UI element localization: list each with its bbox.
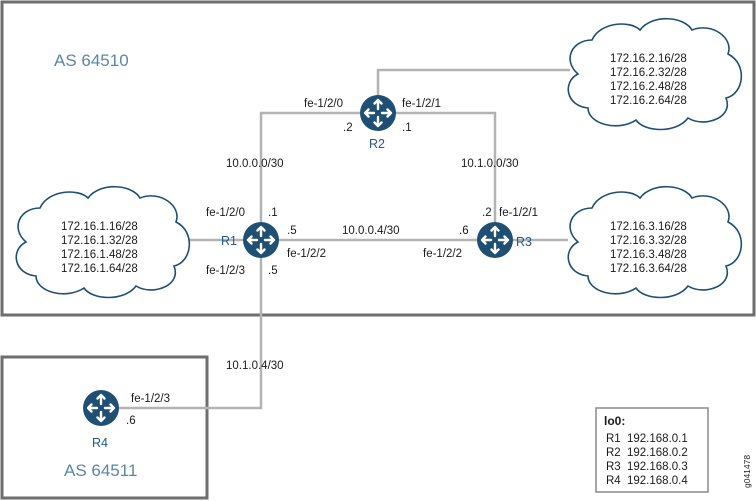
network-r2-r3: 10.1.0.0/30 [461, 158, 519, 170]
r2-right-ip: .1 [402, 122, 412, 134]
router-r2-name: R2 [369, 137, 385, 151]
r4-interface: fe-1/2/3 [131, 393, 170, 405]
router-r1[interactable] [243, 222, 279, 258]
prefix: 172.16.2.64/28 [610, 95, 687, 107]
prefix: 172.16.2.16/28 [610, 53, 687, 65]
prefix: 172.16.1.16/28 [61, 221, 138, 233]
prefix: 172.16.1.48/28 [61, 249, 138, 261]
router-r4-name: R4 [92, 436, 108, 450]
prefix: 172.16.3.16/28 [610, 221, 687, 233]
router-r2[interactable] [360, 95, 396, 131]
legend-address: 192.168.0.4 [627, 475, 688, 487]
r3-left-interface: fe-1/2/2 [423, 248, 462, 260]
r1-right-interface: fe-1/2/2 [287, 248, 326, 260]
link-r2-r3 [378, 111, 497, 240]
r1-top-ip: .1 [268, 207, 278, 219]
r1-right-ip: .5 [287, 225, 297, 237]
prefix: 172.16.3.32/28 [610, 235, 687, 247]
router-r4[interactable] [83, 390, 119, 426]
cloud-r3-prefixes: 172.16.3.16/28 172.16.3.32/28 172.16.3.4… [610, 221, 687, 275]
router-icon [477, 222, 513, 258]
router-icon [83, 390, 119, 426]
r2-left-interface: fe-1/2/0 [304, 98, 343, 110]
legend-address: 192.168.0.3 [627, 461, 688, 473]
link-r1-r2 [259, 111, 378, 240]
prefix: 172.16.2.48/28 [610, 81, 687, 93]
r2-right-interface: fe-1/2/1 [402, 98, 441, 110]
router-icon [243, 222, 279, 258]
r2-left-ip: .2 [343, 122, 353, 134]
as-64510-label: AS 64510 [54, 51, 129, 70]
cloud-r3 [567, 186, 743, 299]
cloud-r2-prefixes: 172.16.2.16/28 172.16.2.32/28 172.16.2.4… [610, 53, 687, 107]
router-r3[interactable] [477, 222, 513, 258]
prefix: 172.16.3.48/28 [610, 249, 687, 261]
as-64511-box [0, 355, 209, 500]
prefix: 172.16.3.64/28 [610, 263, 687, 275]
legend-router: R2 [606, 447, 621, 459]
network-r1-r3: 10.0.0.4/30 [342, 225, 400, 237]
prefix: 172.16.2.32/28 [610, 67, 687, 79]
r3-top-interface: fe-1/2/1 [499, 207, 538, 219]
as-64511-label: AS 64511 [64, 461, 137, 480]
link-r1-r4 [101, 240, 263, 410]
legend-router: R3 [606, 461, 621, 473]
router-r3-name: R3 [516, 235, 532, 249]
cloud-r2 [567, 18, 743, 131]
legend-title: lo0: [604, 414, 625, 428]
network-r1-r4: 10.1.0.4/30 [226, 360, 284, 372]
legend-address: 192.168.0.2 [627, 447, 688, 459]
network-r1-r2: 10.0.0.0/30 [226, 158, 284, 170]
legend-router: R1 [606, 433, 621, 445]
links [101, 68, 570, 410]
cloud-r1 [15, 186, 191, 299]
router-r1-name: R1 [221, 234, 237, 248]
r3-left-ip: .6 [459, 225, 469, 237]
r4-ip: .6 [126, 415, 136, 427]
prefix: 172.16.1.64/28 [61, 263, 138, 275]
figure-id: g041478 [742, 455, 752, 488]
r1-bottom-ip: .5 [268, 265, 278, 277]
router-icon [360, 95, 396, 131]
r1-bottom-interface: fe-1/2/3 [206, 265, 245, 277]
legend-router: R4 [606, 475, 621, 487]
lo0-legend: lo0: R1 192.168.0.1 R2 192.168.0.2 R3 19… [595, 407, 709, 493]
as-64510-box [0, 0, 756, 317]
legend-address: 192.168.0.1 [627, 433, 688, 445]
prefix: 172.16.1.32/28 [61, 235, 138, 247]
r1-top-interface: fe-1/2/0 [206, 207, 245, 219]
cloud-r1-prefixes: 172.16.1.16/28 172.16.1.32/28 172.16.1.4… [61, 221, 138, 275]
r3-top-ip: .2 [482, 207, 492, 219]
